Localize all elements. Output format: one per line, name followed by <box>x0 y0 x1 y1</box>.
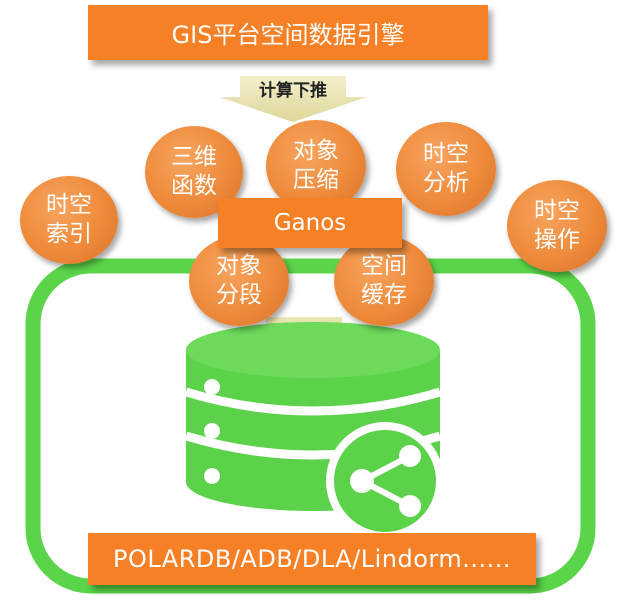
down-arrow-top <box>219 76 367 122</box>
compute-pushdown-label: 计算下推 <box>259 81 327 101</box>
bubble-spatiotemporal-operations: 时空 操作 <box>507 180 607 272</box>
ganos-box: Ganos <box>218 198 402 248</box>
bubble-spatiotemporal-index: 时空 索引 <box>20 176 118 264</box>
green-container-frame <box>25 258 596 594</box>
bubble-spatial-cache: 空间 缓存 <box>334 236 434 326</box>
bubble-object-compression: 对象 压缩 <box>266 120 366 212</box>
bubble-spatiotemporal-analysis: 时空 分析 <box>396 122 496 216</box>
share-icon <box>326 422 444 540</box>
storage-backends-box: POLARDB/ADB/DLA/Lindorm...... <box>88 533 536 585</box>
storage-backends-label: POLARDB/ADB/DLA/Lindorm...... <box>112 545 512 573</box>
platform-title: GIS平台空间数据引擎 <box>171 21 405 49</box>
bubble-object-segmentation: 对象 分段 <box>189 236 289 326</box>
ganos-label: Ganos <box>273 210 347 236</box>
platform-title-box: GIS平台空间数据引擎 <box>88 5 488 60</box>
